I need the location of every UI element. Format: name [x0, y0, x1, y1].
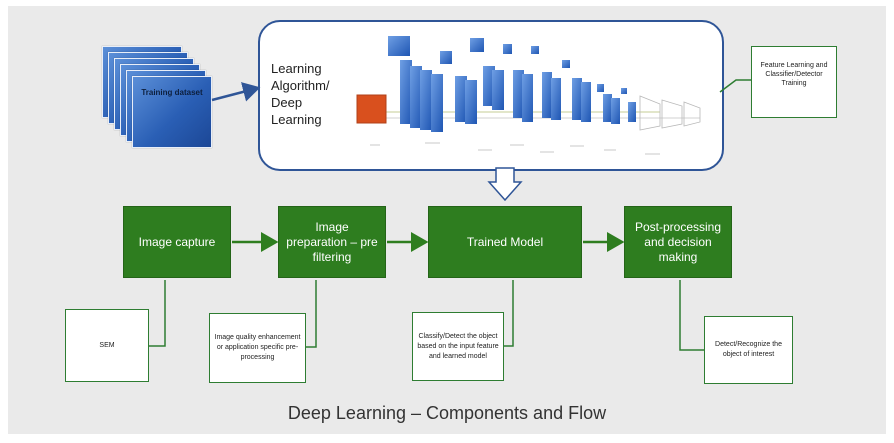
layer-block — [410, 66, 422, 128]
step-trained-model: Trained Model — [428, 206, 582, 278]
note-connector — [306, 280, 317, 348]
layer-block — [562, 60, 570, 68]
learning-label-line: Learning — [271, 61, 322, 76]
down-arrow-icon — [487, 167, 523, 202]
layer-block — [603, 94, 612, 122]
layer-block — [542, 72, 552, 118]
layer-block — [420, 70, 432, 130]
step-post-processing: Post-processing and decision making — [624, 206, 732, 278]
note-image-quality: Image quality enhancement or application… — [209, 313, 306, 383]
layer-block — [572, 78, 582, 120]
layer-block — [470, 38, 484, 52]
layer-block — [503, 44, 512, 54]
layer-block — [492, 70, 504, 110]
step-image-capture: Image capture — [123, 206, 231, 278]
layer-block — [400, 60, 412, 124]
layer-block — [628, 102, 636, 122]
note-sem: SEM — [65, 309, 149, 382]
layer-block — [431, 74, 443, 132]
learning-label-line: Learning — [271, 112, 322, 127]
layer-block — [465, 80, 477, 124]
note-classify-detect: Classify/Detect the object based on the … — [412, 312, 504, 381]
layer-block — [531, 46, 539, 54]
note-detect-recognize: Detect/Recognize the object of interest — [704, 316, 793, 384]
layer-block — [455, 76, 467, 122]
feature-learning-box: Feature Learning and Classifier/Detector… — [751, 46, 837, 118]
layer-block — [513, 70, 524, 118]
learning-label-line: Deep — [271, 95, 303, 110]
step-image-preparation: Image preparation – pre filtering — [278, 206, 386, 278]
cnn-network-illustration — [356, 36, 701, 155]
layer-block — [611, 98, 620, 124]
diagram-caption: Deep Learning – Components and Flow — [287, 403, 607, 423]
dataset-label: Training dataset — [141, 88, 203, 97]
layer-block — [621, 88, 627, 94]
layer-block — [581, 82, 591, 122]
layer-block — [551, 78, 561, 120]
learning-algorithm-label: Learning Algorithm/ Deep Learning — [271, 60, 351, 128]
note-connector — [149, 280, 166, 347]
dataset-sheet — [132, 76, 212, 148]
layer-block — [388, 36, 410, 56]
side-box-connector — [719, 79, 751, 93]
layer-block — [522, 74, 533, 122]
layer-block — [597, 84, 604, 92]
note-connector — [679, 280, 704, 351]
layer-block — [440, 51, 452, 64]
learning-label-line: Algorithm/ — [271, 78, 330, 93]
note-connector — [504, 280, 514, 347]
dataset-to-learning-arrow — [211, 82, 261, 102]
input-image-block — [356, 94, 387, 124]
